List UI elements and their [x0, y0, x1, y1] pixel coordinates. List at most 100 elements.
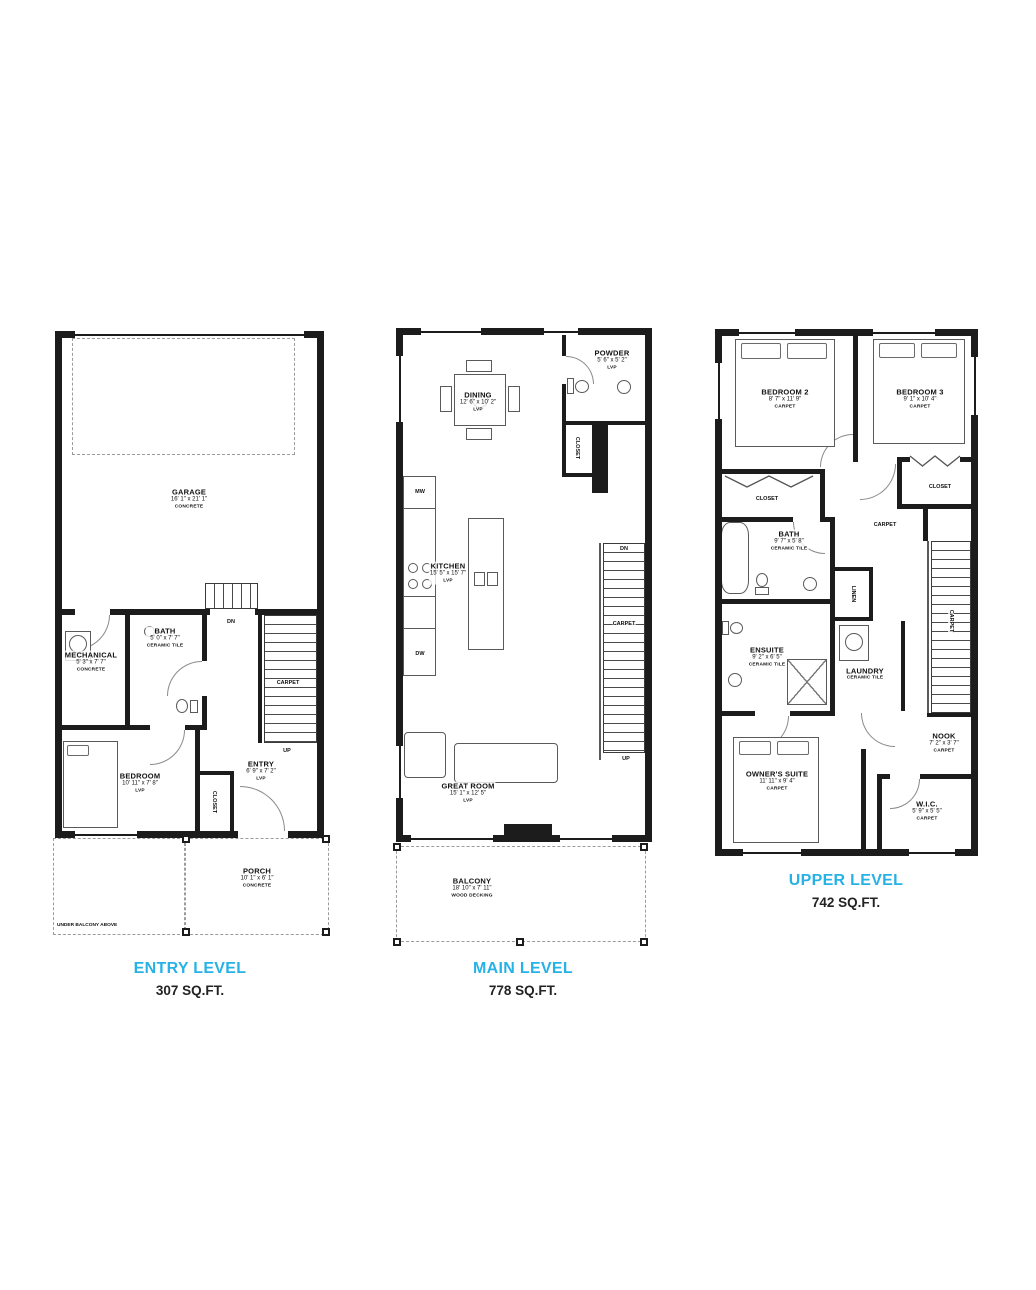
sink — [617, 380, 631, 394]
wall — [820, 469, 825, 522]
wall-mass — [504, 824, 552, 842]
level-title: MAIN LEVEL — [473, 960, 573, 977]
wall — [715, 329, 722, 856]
washer-drum — [845, 633, 863, 651]
room-floor: CERAMIC TILE — [146, 643, 184, 649]
entry-level-caption: ENTRY LEVEL 307 SQ.FT. — [134, 960, 247, 998]
closet-label: CLOSET — [211, 790, 217, 814]
room-floor: WOOD DECKING — [451, 893, 493, 899]
stove-burner — [408, 579, 418, 589]
room-dims: 12' 6" x 10' 2" — [459, 399, 497, 406]
toilet-tank — [190, 700, 198, 713]
pillow — [739, 741, 771, 755]
room-floor: CERAMIC TILE — [770, 546, 808, 552]
wall — [877, 774, 882, 849]
closet-label: CLOSET — [574, 436, 580, 460]
upper-level-caption: UPPER LEVEL 742 SQ.FT. — [789, 872, 903, 910]
counter-divider — [403, 596, 436, 597]
level-sqft: 742 SQ.FT. — [811, 895, 881, 910]
post — [393, 938, 401, 946]
wall — [897, 457, 910, 462]
balcony-door — [560, 835, 612, 842]
toilet-bowl — [730, 622, 743, 634]
room-dims: 10' 1" x 6' 1" — [240, 875, 274, 882]
counter-divider — [403, 508, 436, 509]
stair-up-label: UP — [283, 748, 291, 754]
room-name: BEDROOM 3 — [896, 387, 944, 397]
wall — [853, 336, 858, 462]
room-dims: 5' 0" x 7' 7" — [150, 635, 180, 642]
wall — [55, 609, 75, 615]
pillow — [879, 343, 915, 358]
room-label-bedroom2: BEDROOM 2 8' 7" x 11' 9" CARPET — [760, 387, 810, 411]
bed — [63, 741, 118, 828]
room-floor: CARPET — [909, 404, 931, 410]
wall — [927, 713, 978, 717]
wall — [195, 730, 200, 831]
stairs — [264, 615, 317, 743]
post — [393, 843, 401, 851]
room-name: ENTRY — [247, 759, 275, 769]
room-label-laundry: LAUNDRY CERAMIC TILE — [845, 666, 885, 682]
wall — [562, 473, 592, 477]
room-label-bedroom3: BEDROOM 3 9' 1" x 10' 4" CARPET — [895, 387, 945, 411]
room-floor: LVP — [256, 776, 266, 782]
dining-chair — [466, 428, 492, 440]
wall — [715, 329, 978, 336]
room-name: BEDROOM — [119, 771, 161, 781]
wall — [202, 615, 207, 661]
bathtub — [721, 522, 749, 594]
room-label-garage: GARAGE 16' 1" x 21' 1" CONCRETE — [169, 487, 209, 511]
room-dims: 9' 1" x 10' 4" — [903, 396, 937, 403]
window — [75, 831, 137, 838]
window — [873, 329, 935, 336]
window — [544, 328, 578, 335]
wall — [833, 617, 873, 621]
room-label-dining: DINING 12' 6" x 10' 2" LVP — [458, 390, 498, 414]
room-name: MECHANICAL — [64, 650, 118, 660]
toilet-bowl — [575, 380, 589, 393]
room-label-kitchen: KITCHEN 15' 5" x 15' 7" LVP — [428, 561, 468, 585]
stair-rail — [599, 543, 601, 760]
island-sink — [474, 572, 485, 586]
level-title: UPPER LEVEL — [788, 872, 904, 889]
room-name: BATH — [778, 529, 800, 539]
pillow — [777, 741, 809, 755]
wall — [258, 615, 262, 743]
door-arc — [860, 464, 896, 500]
room-label-bath: BATH 5' 0" x 7' 7" CERAMIC TILE — [145, 626, 185, 650]
wall — [897, 504, 978, 509]
room-floor: LVP — [443, 578, 453, 584]
wall — [396, 328, 403, 842]
garage-door — [75, 331, 304, 338]
wall — [715, 517, 793, 522]
wall — [562, 384, 566, 421]
door-arc — [150, 730, 185, 765]
door-arc — [167, 661, 202, 696]
wall — [125, 615, 130, 725]
room-label-mechanical: MECHANICAL 5' 3" x 7' 7" CONCRETE — [63, 650, 119, 674]
window — [743, 849, 801, 856]
stair-carpet-label: CARPET — [612, 621, 636, 627]
room-label-balcony: BALCONY 18' 10" x 7' 11" WOOD DECKING — [450, 876, 494, 900]
wall — [185, 725, 207, 730]
wall — [897, 457, 902, 509]
wall — [920, 774, 978, 779]
shower — [787, 659, 827, 705]
wall — [55, 725, 150, 730]
room-dims: 15' 1" x 12' 5" — [449, 790, 487, 797]
pillow — [741, 343, 781, 359]
wall — [715, 469, 820, 474]
door-arc — [240, 786, 285, 831]
toilet-bowl — [176, 699, 188, 713]
wall — [110, 609, 210, 615]
room-name: DINING — [464, 390, 492, 400]
room-name: KITCHEN — [430, 561, 466, 571]
room-name: BATH — [154, 626, 176, 636]
room-floor: LVP — [473, 407, 483, 413]
upper-level-plan: BEDROOM 2 8' 7" x 11' 9" CARPET BEDROOM … — [715, 329, 978, 859]
wall — [877, 774, 890, 779]
dining-chair — [508, 386, 520, 412]
room-label-ensuite: ENSUITE 9' 2" x 6' 5" CERAMIC TILE — [747, 645, 787, 669]
bifold-door-icon — [909, 455, 961, 467]
